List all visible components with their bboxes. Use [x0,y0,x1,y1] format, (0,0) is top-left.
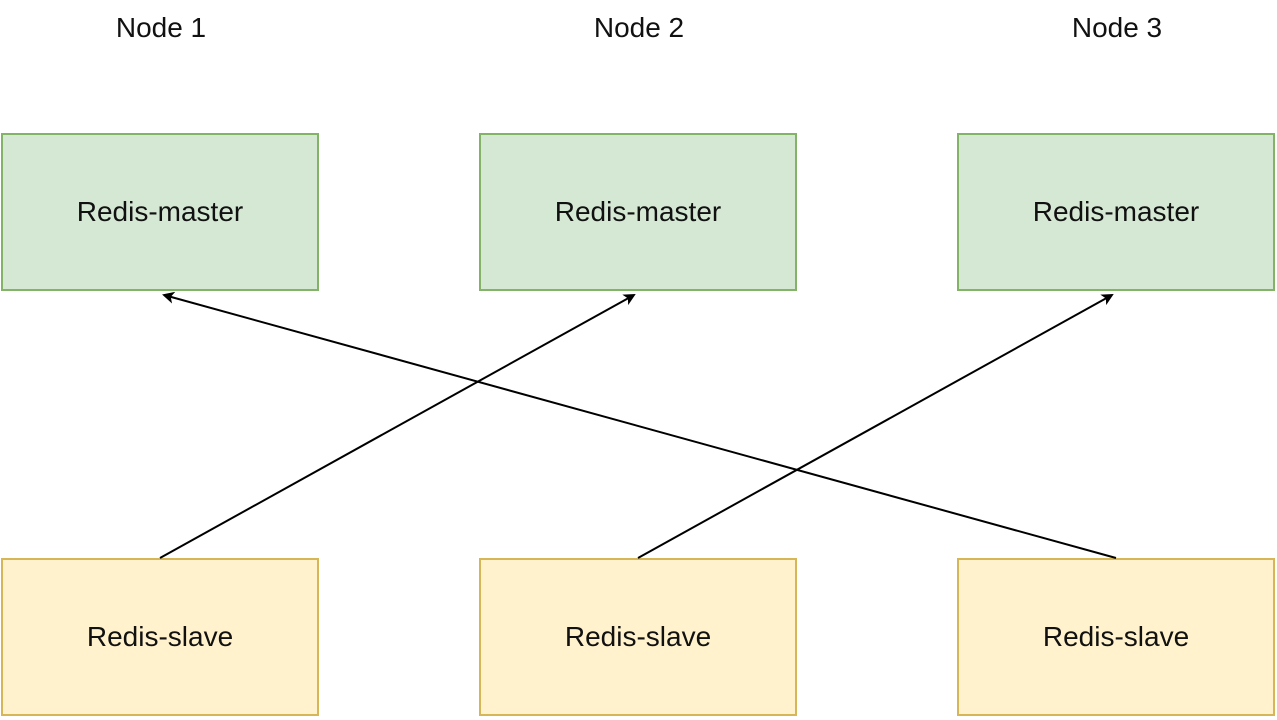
node-1-master-label: Redis-master [76,196,244,227]
node-3-header: Node 3 [1071,12,1163,43]
node-3-master-box[interactable]: Redis-master [957,133,1275,291]
link-node1-slave-to-node2-master [159,294,636,559]
node-2-slave-label: Redis-slave [564,621,712,652]
node-2-slave-box[interactable]: Redis-slave [479,558,797,716]
node-3-slave-label: Redis-slave [1042,621,1190,652]
node-2-master-label: Redis-master [554,196,722,227]
node-3-master-label: Redis-master [1032,196,1200,227]
link-node2-slave-to-node3-master [637,294,1114,559]
node-2-header: Node 2 [593,12,685,43]
node-1-master-box[interactable]: Redis-master [1,133,319,291]
link-node3-slave-to-node1-master [162,291,1117,559]
node-1-header: Node 1 [115,12,207,43]
node-3-slave-box[interactable]: Redis-slave [957,558,1275,716]
node-1-slave-box[interactable]: Redis-slave [1,558,319,716]
node-1-slave-label: Redis-slave [86,621,234,652]
node-2-master-box[interactable]: Redis-master [479,133,797,291]
